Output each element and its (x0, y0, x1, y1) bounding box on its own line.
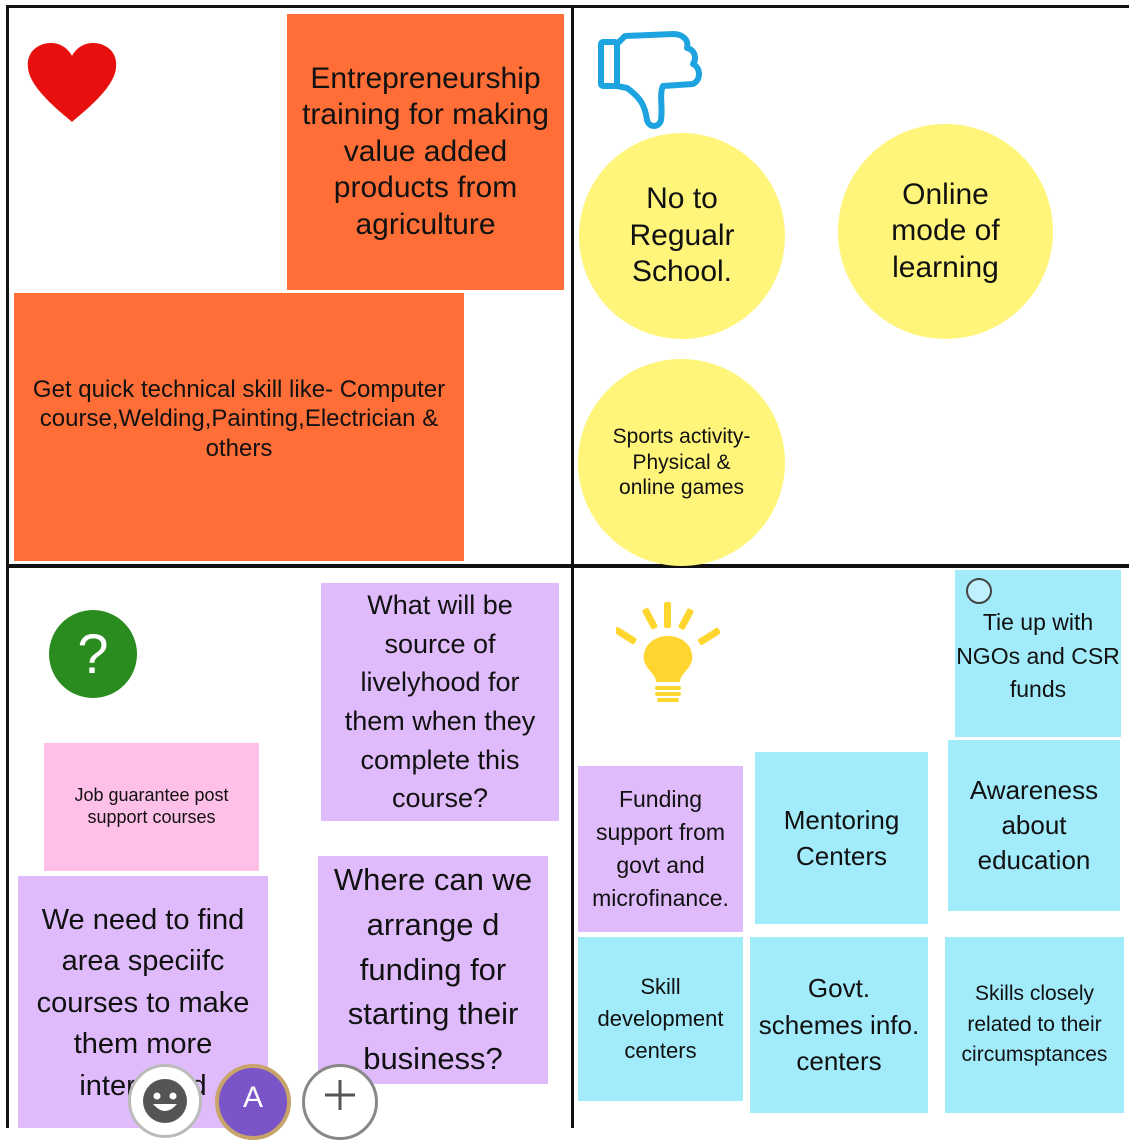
note-text: Govt. schemes info. centers (758, 973, 920, 1077)
sticky-note-funding-support[interactable]: Funding support from govt and microfinan… (578, 766, 743, 932)
note-text: Funding support from govt and microfinan… (592, 786, 729, 911)
question-mark-icon: ? (49, 610, 137, 698)
sticky-note-mentoring-centers[interactable]: Mentoring Centers (755, 752, 928, 924)
note-text: Where can we arrange d funding for start… (333, 861, 533, 1077)
reaction-button[interactable] (128, 1064, 202, 1138)
grid-line-left (6, 5, 9, 1128)
sticky-circle-sports-activity[interactable]: Sports activity- Physical & online games (578, 359, 785, 566)
sticky-circle-no-regular-school[interactable]: No to Regualr School. (579, 133, 785, 339)
sticky-note-skills-circumstances[interactable]: Skills closely related to their circumsp… (945, 937, 1124, 1113)
sticky-note-technical-skill[interactable]: Get quick technical skill like- Computer… (14, 293, 464, 561)
grid-line-center (571, 5, 574, 1128)
svg-text:?: ? (77, 622, 108, 685)
grid-line-middle (6, 564, 1129, 568)
grid-line-top (6, 5, 1129, 8)
note-text: Sports activity- Physical & online games (612, 425, 751, 500)
plus-icon (325, 1080, 355, 1110)
sticky-note-funding-question[interactable]: Where can we arrange d funding for start… (318, 856, 548, 1084)
lightbulb-icon (616, 602, 720, 702)
heart-icon (27, 43, 117, 122)
note-text: Tie up with NGOs and CSR funds (956, 609, 1120, 703)
sticky-circle-online-learning[interactable]: Online mode of learning (838, 124, 1053, 339)
note-text: What will be source of livelyhood for th… (344, 590, 536, 814)
avatar-initial: A (242, 1081, 263, 1114)
sticky-note-skill-development[interactable]: Skill development centers (578, 937, 743, 1101)
note-text: Entrepreneurship training for making val… (302, 61, 549, 241)
sticky-note-ngo-tie-up[interactable]: Tie up with NGOs and CSR funds (955, 570, 1121, 737)
sticky-note-entrepreneurship[interactable]: Entrepreneurship training for making val… (287, 14, 564, 290)
user-avatar[interactable]: A (215, 1064, 291, 1140)
note-text: Job guarantee post support courses (74, 785, 229, 827)
note-text: No to Regualr School. (629, 182, 735, 289)
note-text: Skills closely related to their circumsp… (961, 982, 1108, 1067)
note-text: Awareness about education (969, 774, 1099, 876)
note-text: Skill development centers (597, 974, 724, 1063)
selection-handle[interactable] (966, 578, 992, 604)
note-text: We need to find area speciifc courses to… (36, 904, 250, 1102)
note-text: Get quick technical skill like- Computer… (32, 376, 446, 462)
add-button[interactable] (302, 1064, 378, 1140)
note-text: Mentoring Centers (783, 804, 900, 871)
sticky-note-livelihood-question[interactable]: What will be source of livelyhood for th… (321, 583, 559, 821)
sticky-note-govt-schemes[interactable]: Govt. schemes info. centers (750, 937, 928, 1113)
sticky-note-job-guarantee[interactable]: Job guarantee post support courses (44, 743, 259, 871)
sticky-note-awareness-education[interactable]: Awareness about education (948, 740, 1120, 911)
note-text: Online mode of learning (891, 177, 1000, 284)
thumbs-down-icon (598, 31, 702, 129)
smiley-icon (143, 1079, 187, 1123)
